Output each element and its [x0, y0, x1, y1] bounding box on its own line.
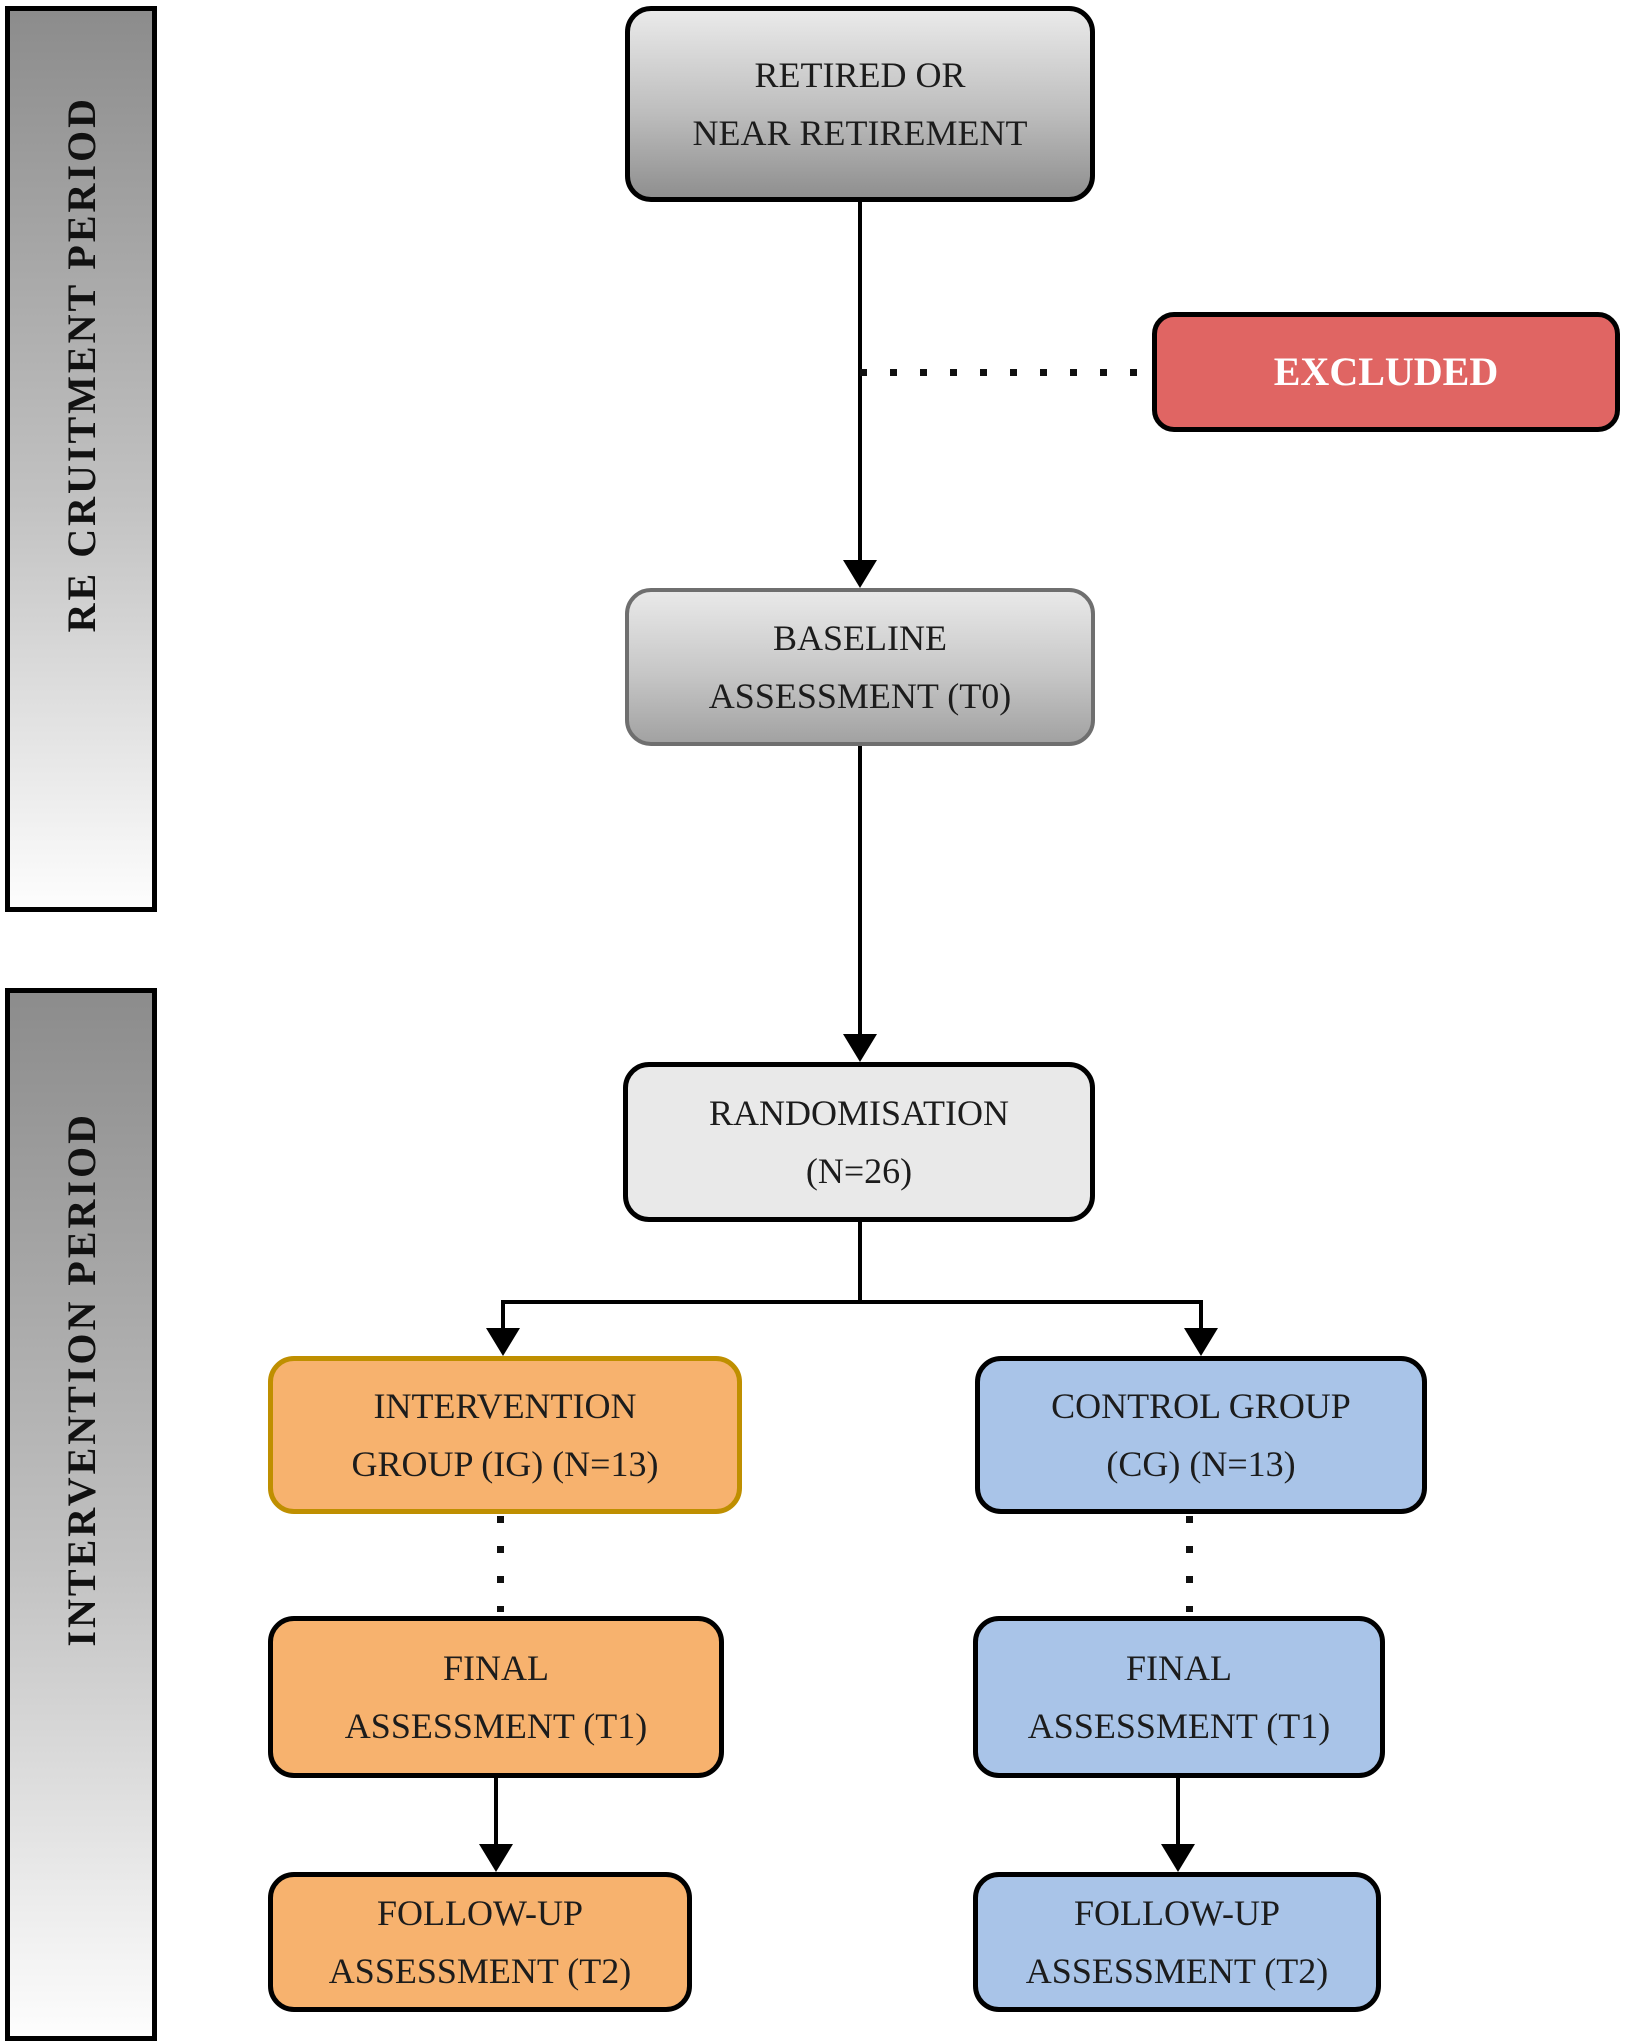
baseline-box-line1: BASELINE — [773, 617, 947, 658]
arrowhead-intervention-followup — [479, 1844, 513, 1872]
connector-branch-right-stub — [1199, 1300, 1203, 1330]
control-final-line1: FINAL — [1126, 1647, 1232, 1688]
baseline-box-line2: ASSESSMENT (T0) — [708, 676, 1012, 716]
intervention-final-line1: FINAL — [443, 1647, 549, 1688]
intervention-group-line1: INTERVENTION — [373, 1385, 637, 1426]
arrowhead-control-followup — [1161, 1844, 1195, 1872]
control-followup-line2: ASSESSMENT (T2) — [1025, 1951, 1329, 1991]
arrowhead-randomisation — [843, 1034, 877, 1062]
retired-box-line2: NEAR RETIREMENT — [692, 113, 1028, 153]
randomisation-box: RANDOMISATION (N=26) — [623, 1062, 1095, 1222]
control-final-assessment-box: FINAL ASSESSMENT (T1) — [973, 1616, 1385, 1778]
retired-or-near-retirement-box: RETIRED OR NEAR RETIREMENT — [625, 6, 1095, 202]
control-group-line1: CONTROL GROUP — [1051, 1385, 1351, 1426]
control-followup-line1: FOLLOW-UP — [1074, 1892, 1280, 1933]
connector-retired-to-baseline — [858, 202, 862, 562]
excluded-box: EXCLUDED — [1152, 312, 1620, 432]
dotted-connector-intervention-final — [497, 1516, 504, 1612]
control-group-box: CONTROL GROUP (CG) (N=13) — [975, 1356, 1427, 1514]
recruitment-period-label: RE CRUITMENT PERIOD — [58, 95, 104, 633]
retired-box-line1: RETIRED OR — [754, 54, 966, 95]
baseline-assessment-box: BASELINE ASSESSMENT (T0) — [625, 588, 1095, 746]
randomisation-box-line1: RANDOMISATION — [708, 1092, 1009, 1133]
intervention-final-line2: ASSESSMENT (T1) — [344, 1706, 648, 1746]
connector-randomisation-stub — [858, 1222, 862, 1304]
randomisation-box-line2: (N=26) — [805, 1151, 913, 1191]
excluded-label: EXCLUDED — [1273, 348, 1499, 394]
intervention-group-line2: GROUP (IG) (N=13) — [351, 1444, 659, 1484]
intervention-group-box: INTERVENTION GROUP (IG) (N=13) — [268, 1356, 742, 1514]
arrowhead-control-group — [1184, 1328, 1218, 1356]
connector-intervention-followup — [494, 1778, 498, 1846]
arrowhead-baseline — [843, 560, 877, 588]
intervention-period-bar: INTERVENTION PERIOD — [5, 988, 157, 2041]
connector-control-followup — [1176, 1778, 1180, 1846]
control-final-line2: ASSESSMENT (T1) — [1027, 1706, 1331, 1746]
intervention-final-assessment-box: FINAL ASSESSMENT (T1) — [268, 1616, 724, 1778]
control-followup-assessment-box: FOLLOW-UP ASSESSMENT (T2) — [973, 1872, 1381, 2012]
intervention-followup-line2: ASSESSMENT (T2) — [328, 1951, 632, 1991]
dotted-connector-control-final — [1186, 1516, 1193, 1612]
intervention-followup-line1: FOLLOW-UP — [377, 1892, 583, 1933]
recruitment-period-bar: RE CRUITMENT PERIOD — [5, 6, 157, 912]
connector-branch-left-stub — [501, 1300, 505, 1330]
arrowhead-intervention-group — [486, 1328, 520, 1356]
connector-baseline-to-randomisation — [858, 746, 862, 1036]
dotted-connector-excluded — [860, 369, 1152, 376]
intervention-followup-assessment-box: FOLLOW-UP ASSESSMENT (T2) — [268, 1872, 692, 2012]
intervention-period-label: INTERVENTION PERIOD — [58, 1112, 104, 1647]
control-group-line2: (CG) (N=13) — [1106, 1444, 1296, 1484]
connector-branch-horizontal — [501, 1300, 1203, 1304]
